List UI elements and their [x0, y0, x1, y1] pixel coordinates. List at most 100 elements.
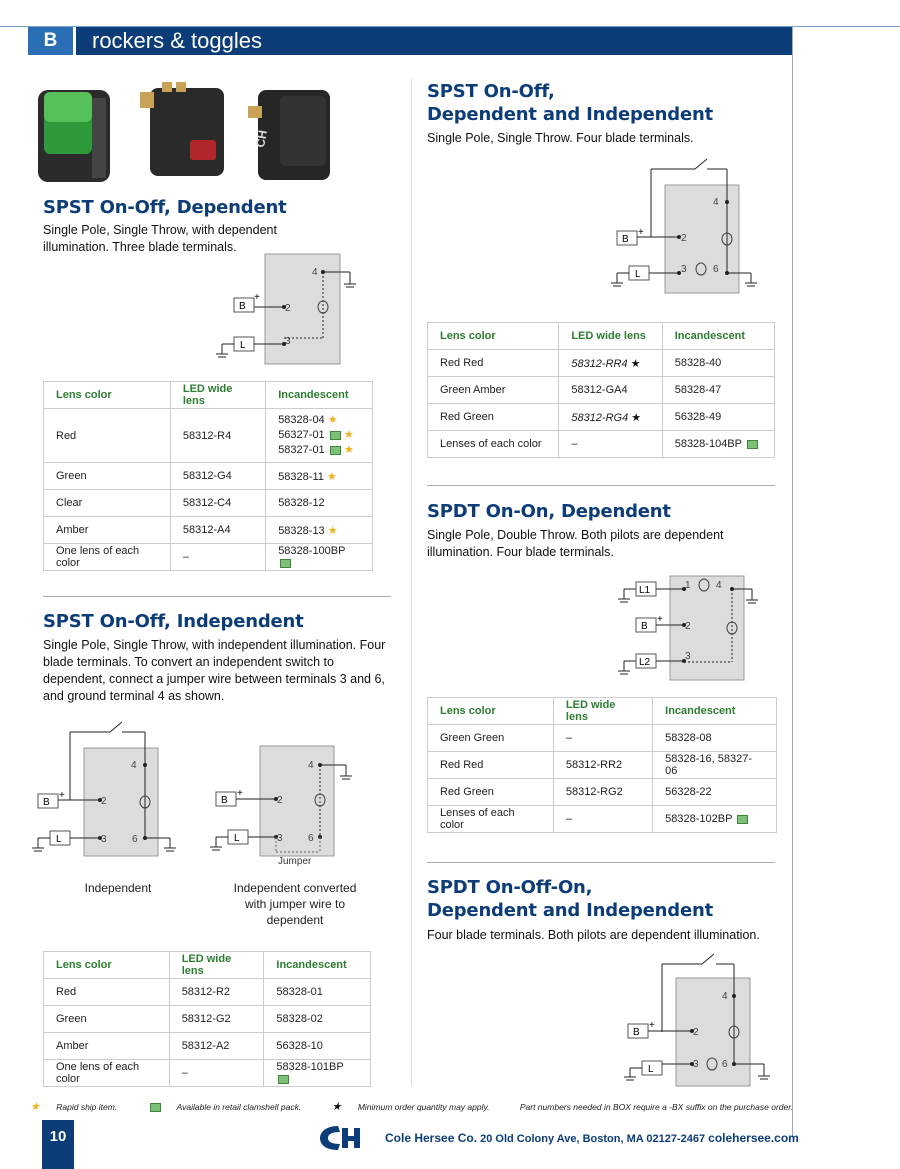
table-row: Lenses of each color–58328-104BP [426, 430, 776, 458]
svg-text:Jumper: Jumper [278, 856, 312, 867]
section-desc-spdt-on-off-on: Four blade terminals. Both pilots are de… [427, 928, 760, 942]
col-header-lens: Lens color [43, 951, 170, 979]
svg-text:3: 3 [101, 834, 107, 845]
svg-text:L1: L1 [639, 585, 651, 596]
svg-text:4: 4 [722, 991, 728, 1002]
wiring-diagram-spdt-on-off-on: 4 B + 2 L 3 6 [624, 953, 770, 1087]
svg-text:4: 4 [131, 760, 137, 771]
svg-text:B: B [622, 234, 629, 245]
rapid-ship-star-icon: ★ [30, 1101, 40, 1113]
col-header-led: LED wide lens [168, 951, 265, 979]
rapid-ship-star-icon: ★ [343, 444, 354, 456]
svg-text:B: B [641, 621, 648, 632]
svg-text:6: 6 [132, 834, 138, 845]
section-desc-spst-dep-indep: Single Pole, Single Throw. Four blade te… [427, 131, 694, 145]
col-header-inc: Incandescent [265, 381, 373, 409]
svg-text:+: + [638, 227, 644, 238]
svg-text:L2: L2 [639, 657, 651, 668]
svg-text:1: 1 [685, 580, 691, 591]
black-rocker-photo: CH [248, 90, 330, 180]
clamshell-pack-icon [280, 558, 292, 568]
svg-text:2: 2 [285, 303, 291, 314]
min-order-star-icon: ★ [331, 1101, 342, 1113]
svg-text:6: 6 [308, 833, 314, 844]
section-divider [427, 485, 775, 486]
clamshell-pack-icon [746, 439, 758, 449]
col-header-inc: Incandescent [661, 322, 776, 350]
svg-text:L: L [234, 833, 240, 844]
rapid-ship-star-icon: ★ [343, 429, 354, 441]
col-header-inc: Incandescent [652, 697, 777, 725]
lens-table-spst-dependent: Lens color LED wide lens Incandescent Re… [43, 381, 373, 571]
svg-text:2: 2 [693, 1027, 699, 1038]
svg-text:3: 3 [685, 651, 691, 662]
section-title-spdt-on-off-on: SPDT On-Off-On,Dependent and Independent [427, 877, 713, 921]
rapid-ship-star-icon: ★ [327, 524, 338, 537]
wiring-diagram-spst-dep-indep: B + 2 4 L 3 6 [611, 158, 757, 294]
svg-text:4: 4 [308, 760, 314, 771]
section-title-spst-dependent: SPST On-Off, Dependent [43, 197, 287, 218]
clamshell-pack-icon [149, 1103, 161, 1113]
svg-text:3: 3 [285, 336, 291, 347]
col-header-lens: Lens color [43, 381, 171, 409]
table-row: One lens of each color–58328-101BP [43, 1059, 371, 1087]
table-row: Lenses of each color–58328-102BP [427, 805, 777, 833]
green-rocker-photo [38, 90, 110, 182]
clamshell-pack-icon [737, 814, 749, 824]
page-number: 10 [42, 1120, 74, 1169]
section-title-spst-independent: SPST On-Off, Independent [43, 611, 304, 632]
clamshell-pack-icon [329, 445, 341, 455]
wiring-diagram-spdt-on-on: L1 1 4 B + 2 L2 3 [618, 575, 758, 681]
svg-text:2: 2 [685, 621, 691, 632]
section-title-spst-dep-indep: SPST On-Off,Dependent and Independent [427, 81, 713, 125]
col-header-led: LED wide lens [552, 697, 654, 725]
svg-text:B: B [633, 1027, 640, 1038]
rapid-ship-star-icon: ★ [326, 470, 337, 483]
svg-text:L: L [56, 834, 62, 845]
svg-text:3: 3 [693, 1059, 699, 1070]
rapid-ship-star-icon: ★ [327, 414, 338, 426]
footer-divider-vertical [411, 78, 412, 1086]
svg-text:+: + [649, 1020, 655, 1031]
svg-text:2: 2 [681, 233, 687, 244]
svg-text:B: B [43, 797, 50, 808]
svg-text:+: + [237, 788, 243, 799]
svg-text:L: L [648, 1064, 654, 1075]
section-divider [427, 862, 775, 863]
svg-text:6: 6 [713, 264, 719, 275]
svg-text:3: 3 [277, 833, 283, 844]
cole-hersee-logo [320, 1126, 360, 1150]
svg-text:4: 4 [716, 580, 722, 591]
lens-table-spst-dep-indep: Lens color LED wide lens Incandescent Re… [426, 322, 776, 458]
wiring-diagram-independent: B + 2 4 L 3 6 [32, 721, 176, 857]
col-header-lens: Lens color [426, 322, 560, 350]
section-desc-spst-independent: Single Pole, Single Throw, with independ… [43, 638, 386, 703]
lens-table-spst-independent: Lens color LED wide lens Incandescent Re… [43, 951, 371, 1087]
legend-footnotes: ★ Rapid ship item. Available in retail c… [30, 1101, 794, 1113]
section-tab: B [28, 27, 73, 55]
table-row: Green Green–58328-08 [427, 724, 777, 752]
svg-text:L: L [240, 340, 246, 351]
lens-table-spdt-on-on: Lens color LED wide lens Incandescent Gr… [427, 697, 777, 833]
clamshell-pack-icon [278, 1074, 290, 1084]
svg-text:+: + [254, 292, 260, 303]
col-header-lens: Lens color [427, 697, 554, 725]
svg-text:2: 2 [277, 795, 283, 806]
svg-text:B: B [239, 301, 246, 312]
svg-text:4: 4 [713, 197, 719, 208]
svg-text:4: 4 [312, 267, 318, 278]
table-row: One lens of each color–58328-100BP [43, 543, 373, 571]
section-divider [43, 596, 391, 597]
clamshell-pack-icon [329, 430, 341, 440]
col-header-inc: Incandescent [263, 951, 371, 979]
